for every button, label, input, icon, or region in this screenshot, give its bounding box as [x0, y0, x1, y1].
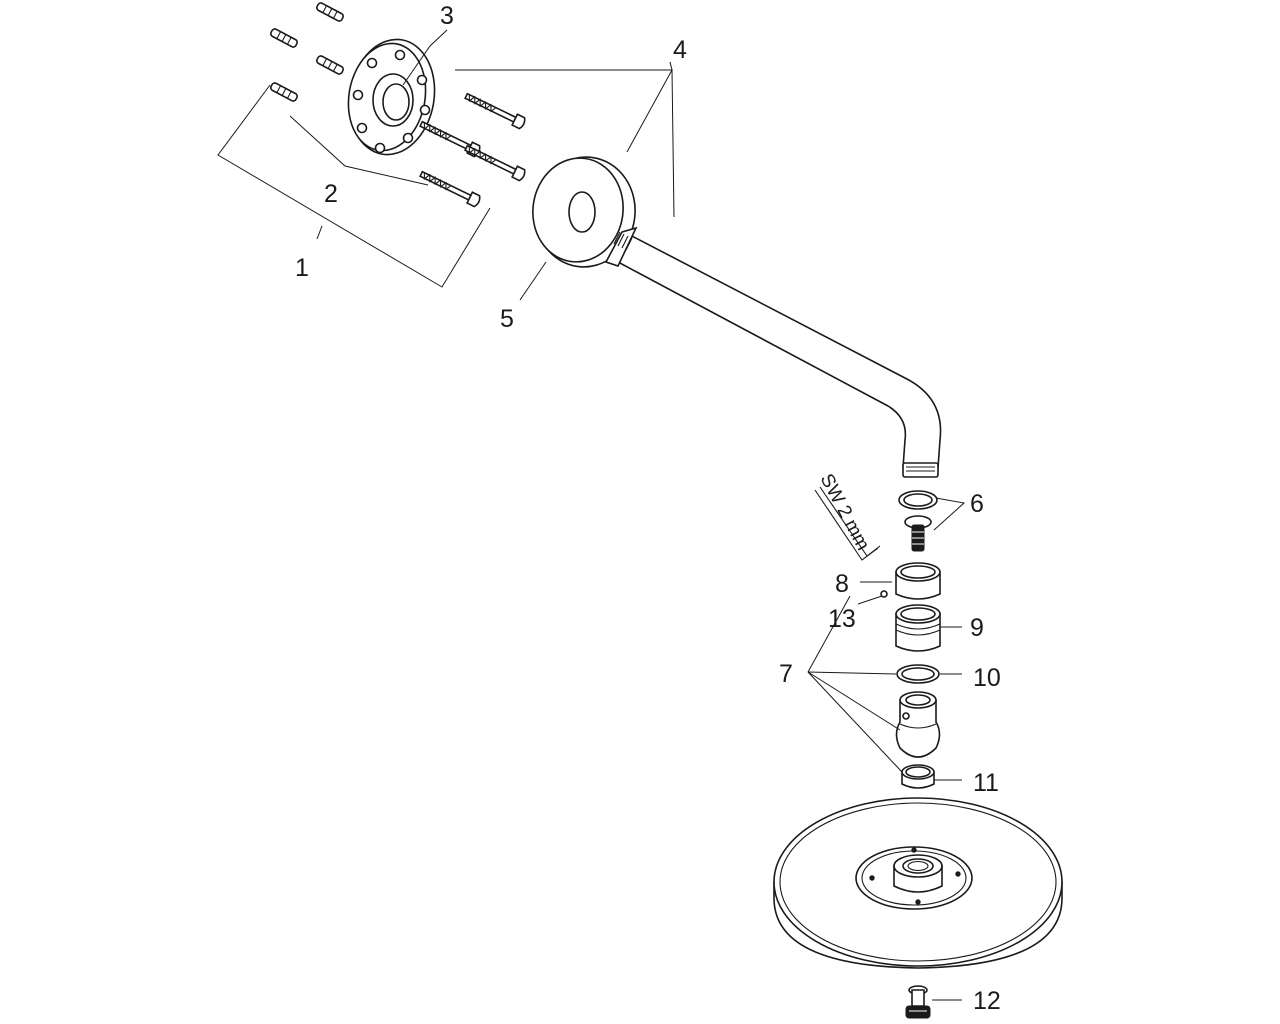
- wall-plug: [316, 2, 344, 22]
- flow-limiter: [905, 985, 931, 1019]
- screw: [464, 92, 526, 130]
- callout-8: 8: [835, 570, 849, 598]
- threaded-nut: [895, 604, 941, 652]
- callout-10: 10: [973, 664, 1001, 692]
- screws: [419, 92, 526, 208]
- leader-lines: [217, 29, 966, 1001]
- seal-and-filter: [898, 490, 938, 552]
- o-ring: [896, 664, 940, 684]
- wall-plug: [270, 82, 298, 102]
- callout-7: 7: [779, 660, 793, 688]
- callout-13: 13: [828, 605, 856, 633]
- ball-joint: [895, 691, 941, 758]
- callout-12: 12: [973, 987, 1001, 1015]
- wall-plug: [316, 55, 344, 75]
- callout-6: 6: [970, 490, 984, 518]
- wall-plug: [270, 28, 298, 48]
- callout-11: 11: [973, 769, 999, 797]
- callout-3: 3: [440, 2, 454, 30]
- screw: [464, 144, 526, 182]
- callout-4: 4: [673, 36, 687, 64]
- overhead-shower-head: [773, 797, 1063, 969]
- wall-plugs: [270, 2, 344, 102]
- callout-2: 2: [324, 180, 338, 208]
- wall-rosette: [532, 156, 636, 268]
- callout-labels: 1 2 3 4 5 6 7 8 9 10 11 12 13: [295, 2, 1001, 1015]
- callout-9: 9: [970, 614, 984, 642]
- screw: [419, 170, 481, 208]
- clamp-ring: [880, 562, 941, 600]
- shower-arm: [604, 226, 942, 478]
- hex-key-label: SW 2 mm: [816, 470, 874, 553]
- callout-5: 5: [500, 305, 514, 333]
- hex-key-tool: SW 2 mm: [814, 470, 881, 561]
- mounting-plate: [347, 38, 436, 156]
- bottom-ring: [901, 764, 935, 789]
- callout-1: 1: [295, 254, 309, 282]
